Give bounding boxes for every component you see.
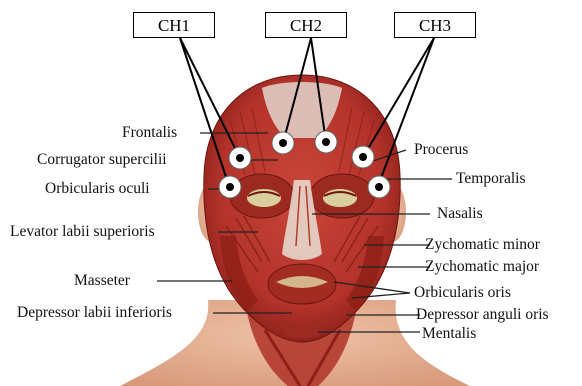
label-frontalis: Frontalis (122, 124, 177, 142)
electrode-ch3-a (352, 146, 374, 168)
label-temporalis: Temporalis (456, 170, 526, 188)
electrode-ch1-b (219, 176, 241, 198)
label-corrugator-supercilii: Corrugator supercilii (37, 151, 167, 169)
electrode-ch2-a (272, 132, 294, 154)
label-nasalis: Nasalis (437, 205, 483, 223)
electrode-ch2-b (315, 131, 337, 153)
label-zychomatic-major: Zychomatic major (425, 258, 539, 276)
label-depressor-labii-inferioris: Depressor labii inferioris (17, 304, 172, 322)
electrode-ch3-b (368, 176, 390, 198)
channel-box-ch1: CH1 (133, 12, 215, 38)
label-masseter: Masseter (74, 272, 130, 290)
label-levator-labii-superioris: Levator labii superioris (10, 223, 155, 241)
label-procerus: Procerus (414, 141, 468, 159)
channel-box-ch2: CH2 (265, 12, 347, 38)
label-zychomatic-minor: Zychomatic minor (425, 236, 540, 254)
electrode-ch1-a (229, 147, 251, 169)
label-orbicularis-oris: Orbicularis oris (414, 284, 511, 302)
channel-box-ch3: CH3 (394, 12, 476, 38)
label-mentalis: Mentalis (422, 325, 476, 343)
label-depressor-anguli-oris: Depressor anguli oris (416, 306, 549, 324)
label-orbicularis-oculi: Orbicularis oculi (45, 180, 150, 198)
